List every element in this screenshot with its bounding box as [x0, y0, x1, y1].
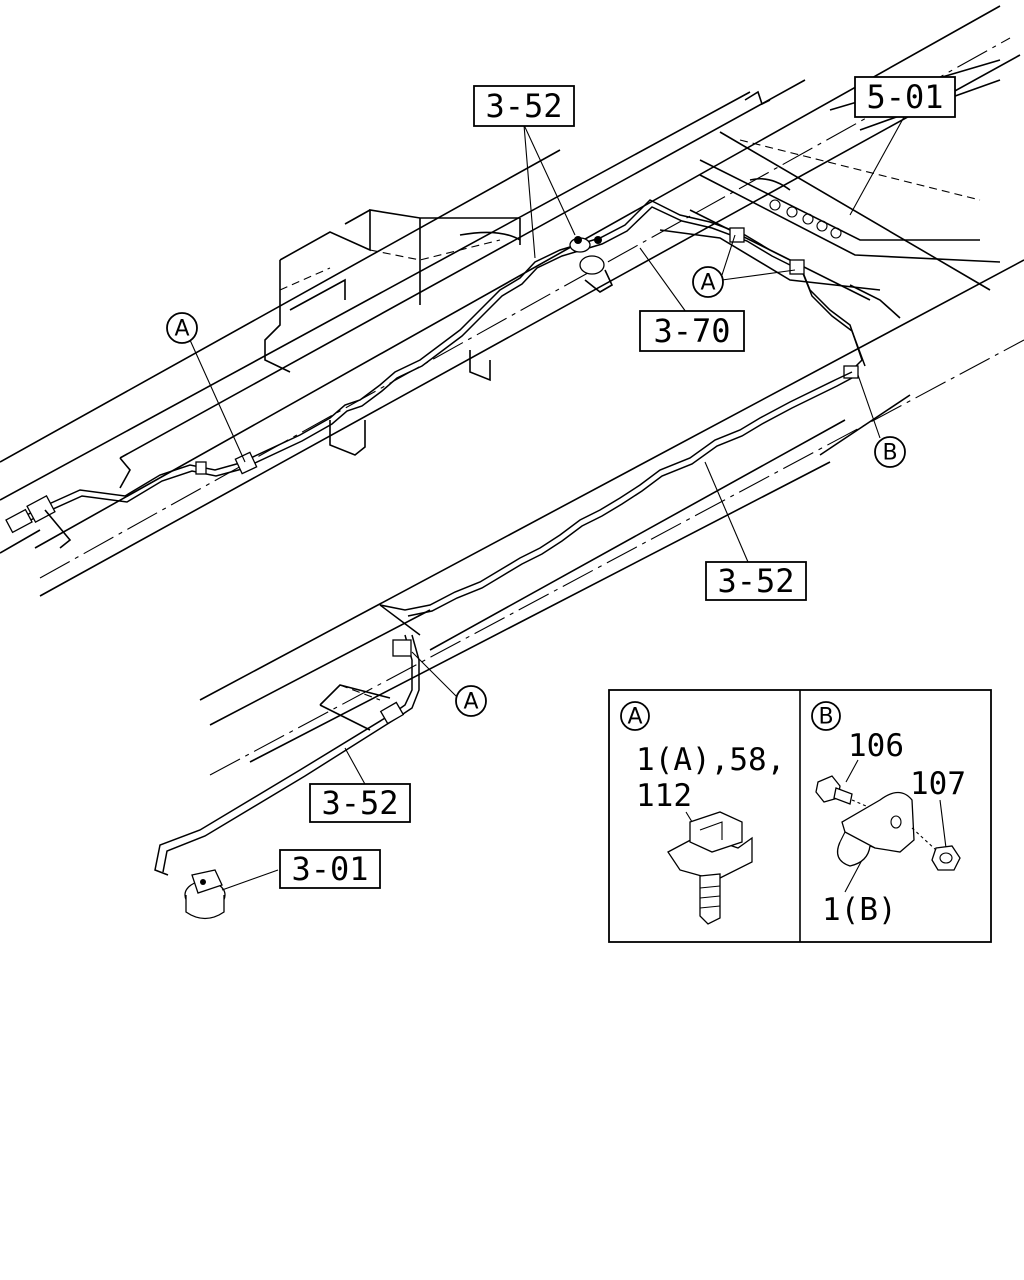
- callout-letter: A: [174, 317, 189, 342]
- callout-letter: B: [882, 441, 897, 466]
- detail-a: A 1(A),58, 112: [620, 701, 785, 925]
- ref-label: 3-52: [321, 784, 398, 822]
- ref-box-3-52-top[interactable]: 3-52: [473, 85, 575, 127]
- ref-label: 3-52: [485, 87, 562, 125]
- ref-box-5-01[interactable]: 5-01: [854, 76, 956, 118]
- leader-lines: [189, 116, 905, 891]
- detail-a-tag: A: [627, 705, 642, 730]
- detail-b-nut-number: 107: [910, 766, 966, 802]
- detail-b: B 106 107 1(B): [811, 701, 966, 928]
- detail-b-bolt-number: 106: [848, 728, 904, 764]
- detail-a-parts-line1: 1(A),58,: [636, 742, 785, 778]
- brake-pipe-upper: [5, 199, 866, 549]
- callout-a-lower: A: [455, 685, 487, 717]
- ref-box-3-01[interactable]: 3-01: [279, 849, 381, 889]
- detail-b-tag: B: [818, 705, 833, 730]
- bracket-clip-drawing: [836, 791, 915, 867]
- ref-box-3-52-mid[interactable]: 3-52: [705, 561, 807, 601]
- detail-a-parts-line2: 112: [636, 778, 692, 814]
- ref-label: 5-01: [866, 78, 943, 116]
- callout-a-left: A: [166, 312, 198, 344]
- ref-label: 3-70: [653, 312, 730, 350]
- upper-frame-rail: [0, 5, 1021, 597]
- ref-label: 3-52: [717, 562, 794, 600]
- ref-label: 3-01: [291, 850, 368, 888]
- detail-panel: A 1(A),58, 112 B 106 107 1(B): [608, 689, 992, 943]
- cross-member: [264, 209, 521, 456]
- lower-frame-rail: [199, 259, 1024, 776]
- ref-box-3-70[interactable]: 3-70: [639, 310, 745, 352]
- nut-107-drawing: [911, 827, 961, 871]
- clip-a-drawing: [667, 811, 753, 925]
- callout-letter: A: [463, 690, 478, 715]
- callout-a-right: A: [692, 266, 724, 298]
- ref-box-3-52-low[interactable]: 3-52: [309, 783, 411, 823]
- callout-letter: A: [700, 271, 715, 296]
- brake-pipe-lower: [154, 371, 853, 920]
- detail-b-clip-number: 1(B): [822, 892, 897, 928]
- callout-b: B: [874, 436, 906, 468]
